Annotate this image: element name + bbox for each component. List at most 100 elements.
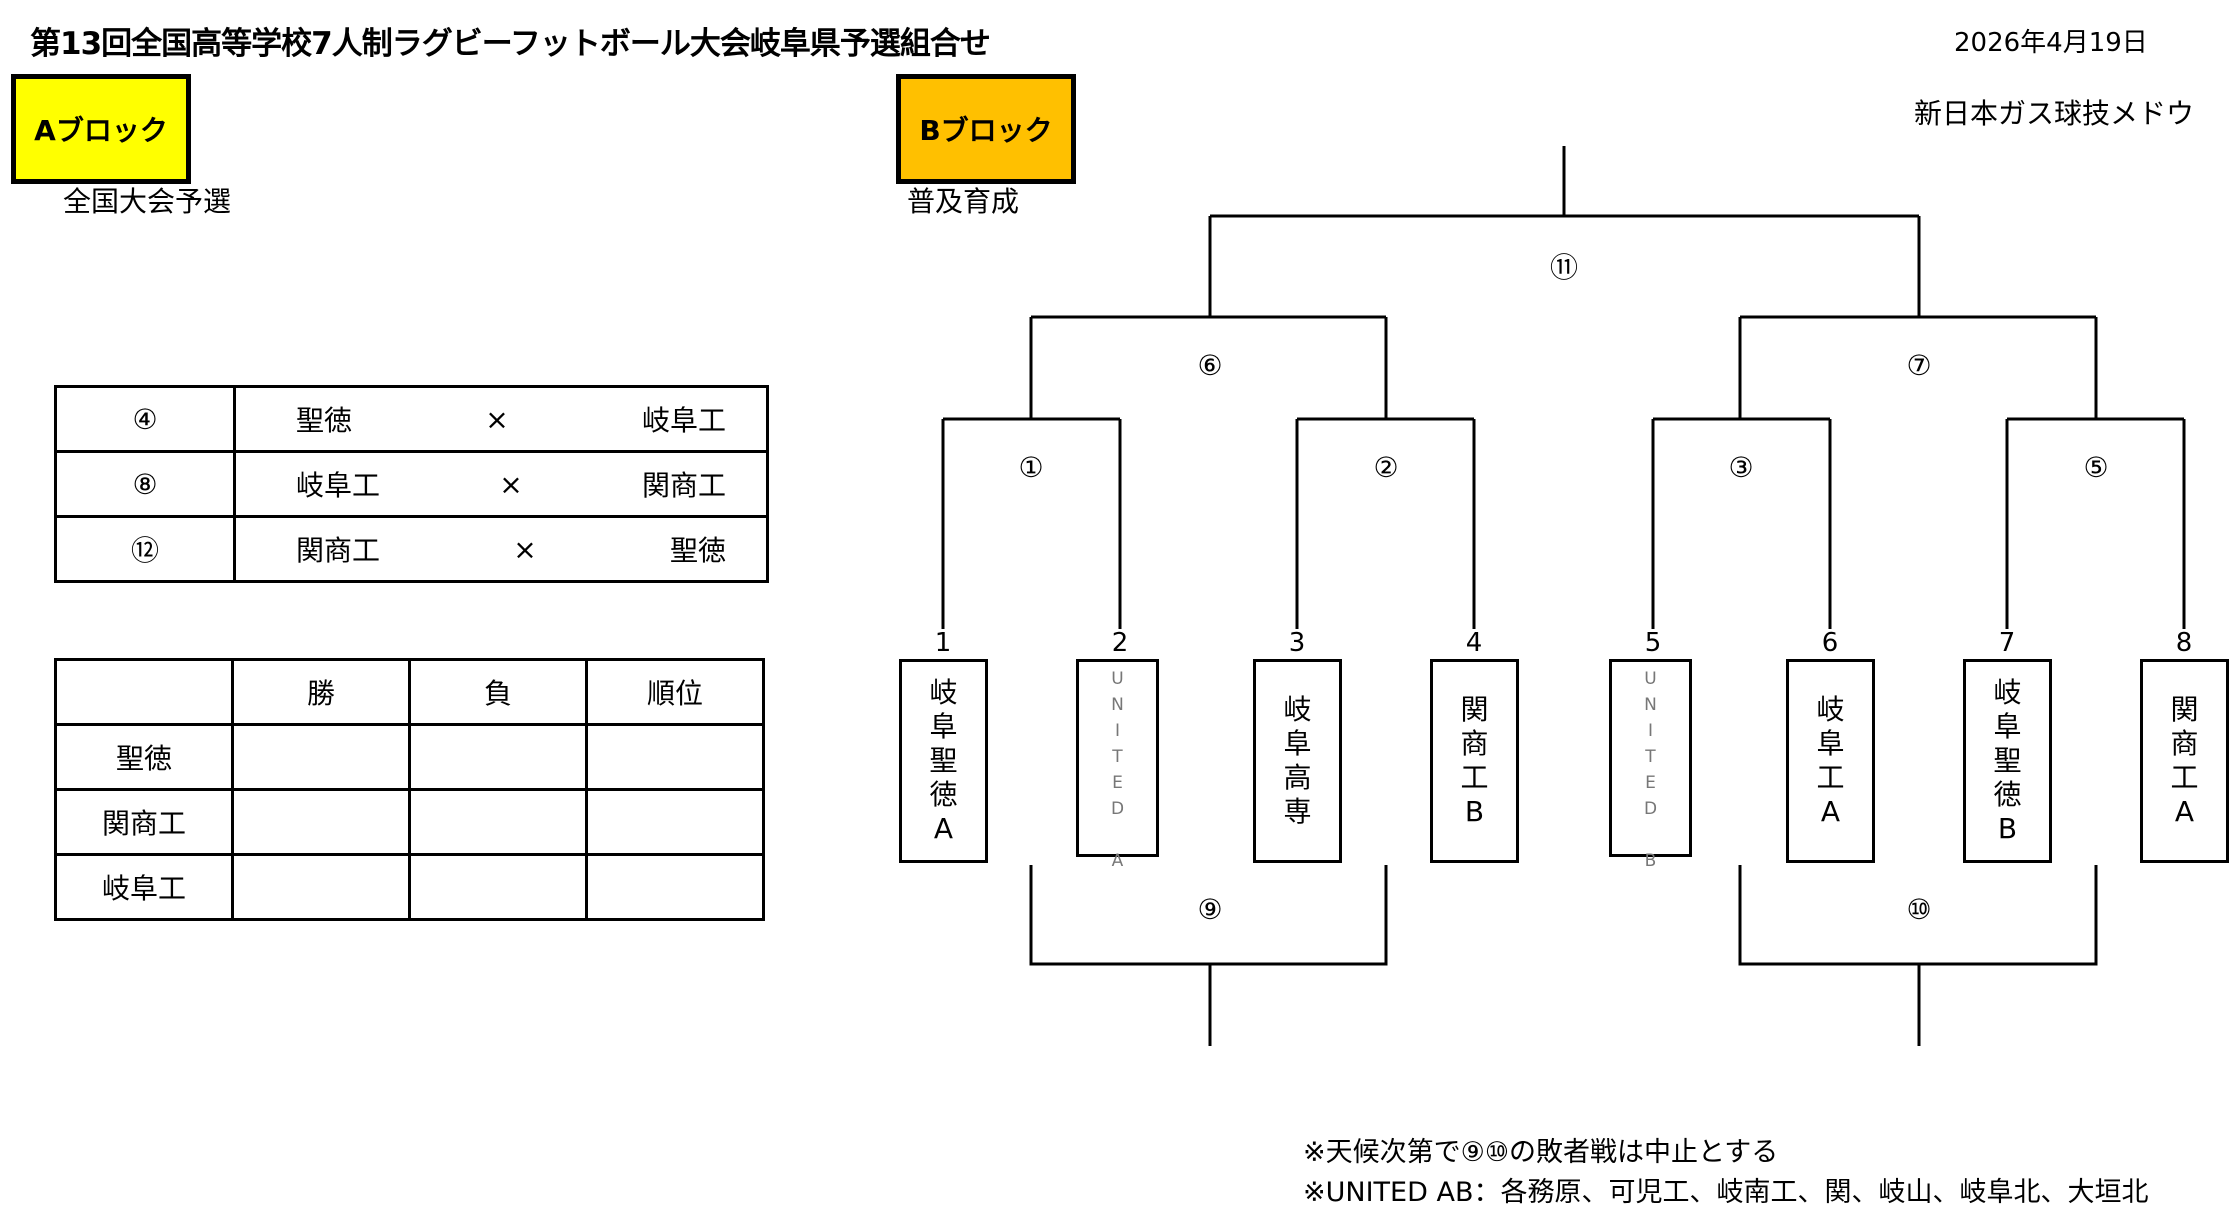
- header-loss: 負: [408, 658, 588, 726]
- away-team: 聖徳: [669, 534, 726, 567]
- page-title: 第13回全国高等学校7人制ラグビーフットボール大会岐阜県予選組合せ: [30, 26, 991, 62]
- table-header-row: 勝 負 順位: [54, 658, 765, 726]
- table-row: 岐阜工: [54, 853, 765, 921]
- team-name-char: 岐: [1816, 693, 1845, 726]
- seed-number: 1: [934, 628, 952, 658]
- header-win: 勝: [231, 658, 411, 726]
- win-cell: [231, 723, 411, 791]
- table-row: ⑧ 岐阜工×関商工: [54, 450, 769, 518]
- team-name-char: B: [1644, 851, 1657, 871]
- block-b-subtitle: 普及育成: [907, 185, 1020, 218]
- home-team: 関商工: [296, 534, 381, 567]
- bracket-line-r5: [2005, 417, 2186, 629]
- block-a-badge: Aブロック: [11, 74, 191, 184]
- team-name-char: U: [1644, 669, 1657, 689]
- team-name-char: 阜: [1283, 727, 1312, 760]
- table-row: ④ 聖徳×岐阜工: [54, 385, 769, 453]
- team-name: 関商工: [54, 788, 234, 856]
- team-name-char: I: [1647, 721, 1653, 741]
- win-cell: [231, 853, 411, 921]
- bracket-line-consolation-10: [1738, 865, 2098, 1046]
- team-name-char: A: [1111, 851, 1124, 871]
- match-label-6: ⑥: [1197, 349, 1223, 382]
- team-name-char: B: [1464, 795, 1485, 828]
- team-name-char: 聖: [929, 744, 958, 777]
- standings-table: 勝 負 順位 聖徳 関商工 岐阜工: [54, 658, 765, 921]
- team-name-char: T: [1112, 747, 1123, 767]
- team-name-char: [1648, 822, 1653, 848]
- team-name-char: 徳: [1993, 778, 2022, 811]
- team-name-char: 阜: [1816, 727, 1845, 760]
- table-row: 聖徳: [54, 723, 765, 791]
- header-rank: 順位: [585, 658, 765, 726]
- home-team: 聖徳: [296, 404, 353, 437]
- loss-cell: [408, 723, 588, 791]
- bracket-line-r1: [941, 417, 1122, 629]
- match-label-3: ③: [1728, 451, 1754, 484]
- match-table: ④ 聖徳×岐阜工 ⑧ 岐阜工×関商工 ⑫ 関商工×聖徳: [54, 385, 769, 583]
- seed-number: 2: [1111, 628, 1129, 658]
- bracket-line-semi-left: [1029, 315, 1388, 419]
- team-name-char: N: [1111, 695, 1124, 715]
- bracket-line-consolation-9: [1029, 865, 1388, 1046]
- team-name-char: B: [1997, 812, 2018, 845]
- team-name-char: A: [933, 812, 954, 845]
- seed-number: 8: [2175, 628, 2193, 658]
- bracket-line-final: [1208, 146, 1921, 317]
- match-number: ⑫: [54, 515, 236, 583]
- team-name: 聖徳: [54, 723, 234, 791]
- team-name-char: 岐: [1283, 693, 1312, 726]
- team-name-char: 阜: [1993, 710, 2022, 743]
- team-name-char: [1115, 822, 1120, 848]
- team-name-char: D: [1643, 799, 1658, 819]
- block-a-subtitle: 全国大会予選: [63, 185, 232, 218]
- team-name-char: 高: [1283, 761, 1312, 794]
- team-name-char: 関: [2170, 693, 2199, 726]
- team-name-char: 商: [1460, 727, 1489, 760]
- rank-cell: [585, 853, 765, 921]
- home-team: 岐阜工: [296, 469, 381, 502]
- team-name-char: 聖: [1993, 744, 2022, 777]
- team-name-char: 専: [1283, 795, 1312, 828]
- note-weather: ※天候次第で⑨⑩の敗者戦は中止とする: [1303, 1137, 1779, 1168]
- match-label-7: ⑦: [1906, 349, 1932, 382]
- team-name-char: 工: [1816, 761, 1845, 794]
- header-cell: [54, 658, 234, 726]
- seed-number: 6: [1821, 628, 1839, 658]
- team-name: 岐阜工: [54, 853, 234, 921]
- match-label-10: ⑩: [1906, 893, 1932, 926]
- event-date: 2026年4月19日: [1954, 28, 2148, 58]
- team-name-char: A: [1820, 795, 1841, 828]
- venue: 新日本ガス球技メドウ: [1914, 97, 2195, 130]
- team-name-char: 商: [2170, 727, 2199, 760]
- rank-cell: [585, 788, 765, 856]
- team-name-char: D: [1110, 799, 1125, 819]
- team-box: 岐阜高専: [1253, 659, 1342, 863]
- seed-number: 7: [1998, 628, 2016, 658]
- team-name-char: 徳: [929, 778, 958, 811]
- team-name-char: E: [1645, 773, 1656, 793]
- vs-mark: ×: [499, 467, 523, 501]
- team-name-char: 関: [1460, 693, 1489, 726]
- table-row: 関商工: [54, 788, 765, 856]
- match-label-9: ⑨: [1197, 893, 1223, 926]
- match-label-2: ②: [1373, 451, 1399, 484]
- loss-cell: [408, 788, 588, 856]
- bracket-line-r2: [1295, 417, 1476, 629]
- team-name-char: 岐: [929, 676, 958, 709]
- team-name-char: I: [1114, 721, 1120, 741]
- note-united: ※UNITED AB：各務原、可児工、岐南工、関、岐山、岐阜北、大垣北: [1303, 1177, 2149, 1208]
- match-label-11: ⑪: [1549, 251, 1578, 284]
- vs-mark: ×: [485, 402, 509, 436]
- team-name-char: 工: [2170, 761, 2199, 794]
- match-number: ⑧: [54, 450, 236, 518]
- team-name-char: U: [1111, 669, 1124, 689]
- bracket-line-semi-right: [1738, 315, 2098, 419]
- seed-number: 5: [1644, 628, 1662, 658]
- team-name-char: E: [1112, 773, 1123, 793]
- team-name-char: 阜: [929, 710, 958, 743]
- seed-number: 3: [1288, 628, 1306, 658]
- team-name-char: A: [2174, 795, 2195, 828]
